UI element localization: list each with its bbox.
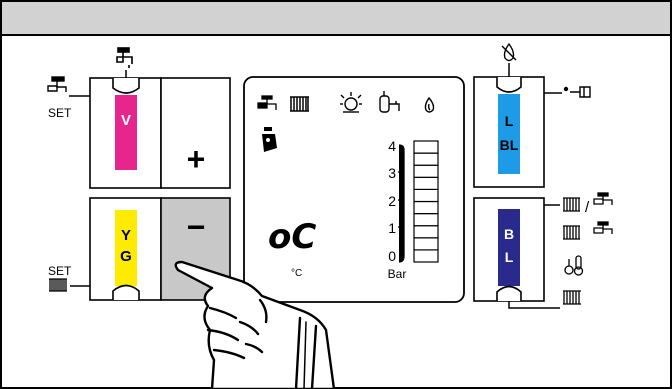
temp-unit: °C — [291, 268, 302, 279]
heating-set-radiator-icon — [49, 279, 67, 291]
lbl-key-label-2: BL — [500, 137, 519, 153]
bl-key-label-1: B — [504, 226, 514, 242]
plus-key-label: + — [187, 141, 206, 177]
scale-tick-4: 4 — [388, 138, 396, 154]
lbl-key-label-1: L — [505, 113, 514, 129]
pressure-bar-segment — [414, 141, 438, 153]
b-l-button[interactable]: B L — [474, 198, 544, 301]
v-button[interactable]: V — [90, 78, 161, 188]
yg-button[interactable]: Y G — [90, 198, 161, 300]
scale-tick-2: 2 — [388, 193, 396, 209]
set-label-bottom: SET — [48, 264, 72, 278]
scale-tick-3: 3 — [388, 165, 396, 181]
scale-tick-0: 0 — [388, 248, 396, 264]
pressure-bar-segment — [414, 202, 438, 214]
pressure-bar-segment — [414, 153, 438, 165]
l-bl-button[interactable]: L BL — [474, 77, 544, 187]
pressure-unit: Bar — [388, 267, 407, 281]
pressure-bar-segment — [414, 189, 438, 201]
pressure-bar-segment — [414, 165, 438, 177]
pressure-bargraph — [414, 141, 438, 262]
pressure-bar-segment — [414, 226, 438, 238]
display-code: oC — [268, 217, 316, 257]
plus-button[interactable]: + — [161, 78, 230, 188]
pressure-bar-segment — [414, 238, 438, 250]
panel-header-bar — [1, 1, 671, 35]
set-label-top: SET — [48, 106, 72, 120]
minus-key-label: − — [187, 209, 206, 245]
bl-key-label-2: L — [505, 249, 514, 265]
v-key-label: V — [121, 112, 131, 129]
yg-key-label-1: Y — [121, 227, 131, 244]
pressure-bar-segment — [414, 214, 438, 226]
yg-key-label-2: G — [120, 248, 132, 265]
pressure-bar-segment — [414, 250, 438, 262]
scale-tick-1: 1 — [388, 220, 396, 236]
pressure-bar-segment — [414, 177, 438, 189]
